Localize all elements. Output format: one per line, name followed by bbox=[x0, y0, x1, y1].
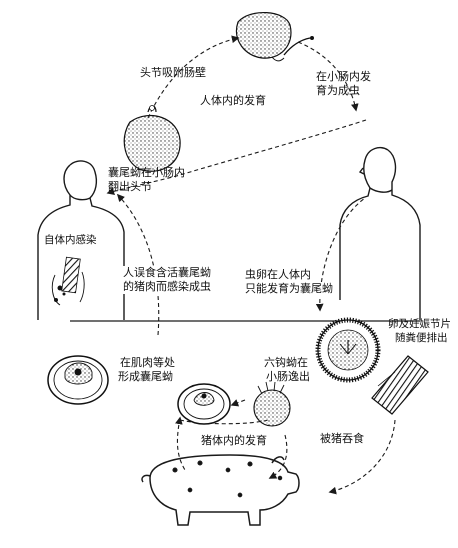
label-eaten-by-pig: 被猪吞食 bbox=[320, 432, 364, 445]
arrow-adult-to-human-right bbox=[297, 41, 359, 112]
arrow-pig-development bbox=[179, 419, 269, 425]
label-cysticercus-evaginate-1: 囊尾蚴在小肠内 bbox=[108, 166, 185, 179]
oncosphere-icon bbox=[253, 381, 291, 427]
cysticercus-in-muscle-icon bbox=[47, 355, 109, 405]
arrow-segments-to-pig bbox=[328, 419, 396, 495]
label-egg-segments-2: 随粪便排出 bbox=[395, 332, 448, 344]
arrow-pig-to-cyst bbox=[175, 416, 186, 471]
pig-icon bbox=[141, 454, 300, 526]
cysticercus-in-intestine-icon bbox=[123, 105, 181, 172]
arrow-autoinfection-top bbox=[106, 119, 367, 195]
label-ingest-pork-1: 人误食含活囊尾蚴 bbox=[122, 266, 212, 280]
label-cysticercus-evaginate-2: 翻出头节 bbox=[108, 180, 152, 193]
label-muscle-cyst-2: 形成囊尾蚴 bbox=[118, 370, 173, 383]
arrow-oncosphere-to-pig bbox=[268, 434, 288, 479]
cysticercus-forming-icon bbox=[177, 383, 231, 425]
label-ingest-pork-2: 的猪肉而感染成虫 bbox=[122, 280, 212, 294]
label-egg-in-human-1: 虫卵在人体内 bbox=[244, 268, 312, 282]
label-adult-in-intestine-2: 育为成虫 bbox=[316, 84, 360, 97]
label-adult-in-intestine-1: 在小肠内发 bbox=[316, 70, 371, 83]
label-egg-segments-1: 卵及妊娠节片 bbox=[388, 318, 451, 330]
gravid-proglottid-icon bbox=[371, 355, 429, 415]
label-muscle-cyst-1: 在肌肉等处 bbox=[120, 356, 175, 369]
human-figure-right bbox=[339, 147, 421, 320]
human-figure-left bbox=[37, 160, 125, 320]
label-human-development: 人体内的发育 bbox=[200, 94, 266, 107]
intestine-with-worm-icon bbox=[51, 256, 85, 306]
egg-icon bbox=[315, 317, 381, 383]
arrow-scolex-to-adult bbox=[147, 35, 240, 119]
arrow-egg-to-oncosphere bbox=[315, 197, 366, 312]
label-pig-development: 猪体内的发育 bbox=[200, 434, 268, 448]
label-oncosphere-1: 六钩蚴在 bbox=[264, 356, 308, 369]
arrow-human-to-cyst bbox=[116, 193, 160, 336]
label-scolex-attach: 头节吸附肠壁 bbox=[140, 66, 206, 79]
arrow-oncosphere-cyst bbox=[230, 399, 246, 407]
label-oncosphere-2: 小肠逸出 bbox=[266, 370, 310, 383]
label-self-infection: 自体内感染 bbox=[44, 234, 97, 246]
label-egg-in-human-2: 只能发育为囊尾蚴 bbox=[244, 282, 334, 296]
evaginated-scolex-icon bbox=[236, 11, 314, 62]
